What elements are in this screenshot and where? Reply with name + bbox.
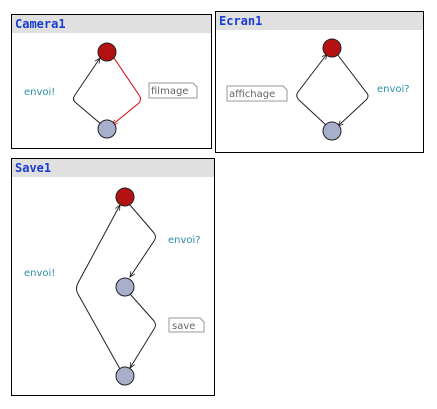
state[interactable] [115, 277, 135, 297]
edge-receive[interactable] [130, 204, 156, 277]
panel-header [12, 159, 214, 177]
initial-state[interactable] [322, 38, 342, 58]
note-text: filmage [151, 86, 188, 97]
panel-header [12, 15, 211, 33]
note-text: affichage [229, 89, 275, 100]
edge-save[interactable] [130, 293, 156, 368]
panel-title: Ecran1 [219, 14, 263, 28]
panel-camera[interactable]: Camera1 envoi! filmage [11, 14, 212, 149]
panel-save[interactable]: Save1 envoi? envoi! save [11, 158, 215, 396]
note-save: save [168, 317, 205, 333]
panel-title: Camera1 [15, 17, 66, 31]
edge-label-send: envoi! [24, 268, 55, 279]
note-text: save [172, 321, 195, 332]
edge-filmage[interactable] [112, 57, 141, 125]
edge-label-send: envoi! [24, 87, 55, 98]
edge-label-receive: envoi? [377, 84, 410, 95]
panel-title: Save1 [15, 161, 52, 175]
edge-affichage[interactable] [296, 54, 327, 127]
note-affichage: affichage [226, 85, 288, 102]
state[interactable] [322, 121, 342, 141]
note-filmage: filmage [148, 82, 198, 99]
initial-state[interactable] [97, 42, 117, 62]
panel-ecran[interactable]: Ecran1 envoi? affichage [215, 11, 424, 153]
initial-state[interactable] [115, 187, 135, 207]
edge-send[interactable] [76, 205, 121, 370]
panel-header [216, 12, 423, 30]
state[interactable] [115, 366, 135, 386]
edge-send[interactable] [73, 58, 103, 126]
edge-receive[interactable] [336, 53, 369, 126]
edge-label-receive: envoi? [168, 235, 201, 246]
state[interactable] [97, 119, 117, 139]
